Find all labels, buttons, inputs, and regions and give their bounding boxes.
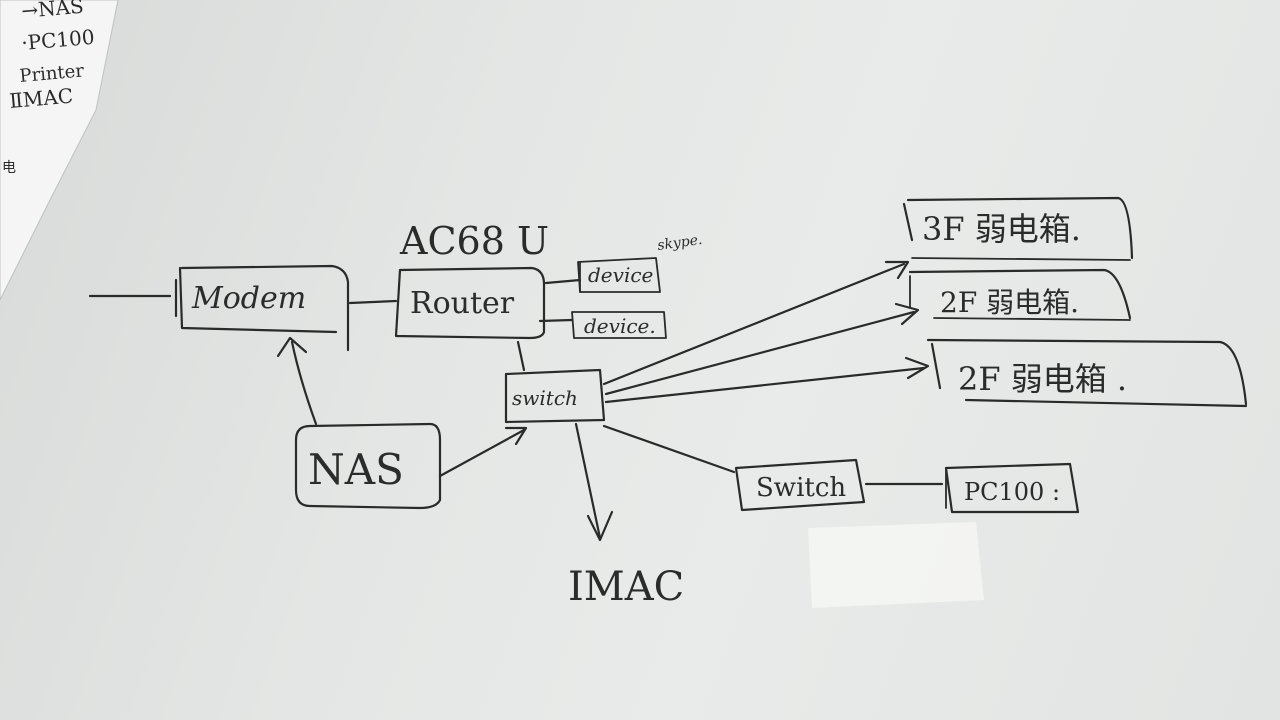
nas-modem-arrowhead [276,336,308,358]
nas-switch-arrow [438,428,526,478]
router-model-label: AC68 U [399,219,549,263]
modem-node: Modem [174,264,350,352]
router-device-top-link [544,278,582,285]
switch-switch-link [602,424,736,474]
box-2f-a-label: 2F 弱电箱. [940,286,1079,319]
box-2f-b-node: 2F 弱电箱 . [926,338,1248,408]
modem-router-link [348,299,398,305]
nas-switch-arrowhead [504,426,528,446]
switch-imac-arrowhead [586,510,614,542]
switch-main-label: switch [512,386,578,410]
switch-secondary-node: Switch [734,458,866,512]
side-note-line-1: →NAS [20,0,84,23]
router-switch-link [516,340,526,372]
switch-2f-a-arrowhead [894,302,920,326]
pc100-label: PC100 : [964,478,1060,506]
switch-2f-b-arrow [604,366,926,404]
box-3f-label: 3F 弱电箱. [922,210,1081,248]
switch-secondary-label: Switch [756,473,846,503]
masking-tape [808,522,984,608]
side-note-line-5: 电 [2,160,16,176]
nas-node: NAS [294,422,442,510]
switch-3f-arrowhead [884,260,910,280]
switch-2f-a-arrow [604,310,916,396]
pc100-node: PC100 : [944,462,1080,514]
nas-modem-arrow [290,340,318,426]
router-device-bottom-link [538,318,574,323]
switch-3f-arrow [602,262,906,386]
router-node: Router [394,266,546,340]
switch-main-node: switch [504,368,606,424]
side-note-line-4: ⅡMAC [8,84,74,113]
nas-label: NAS [308,445,404,494]
switch-2f-b-arrowhead [904,356,930,380]
device-bottom-node: device. [571,311,667,339]
device-top-note: skype. [656,232,703,254]
router-label: Router [410,286,515,321]
box-3f-node: 3F 弱电箱. [902,196,1134,261]
box-2f-b-label: 2F 弱电箱 . [958,360,1127,398]
device-top-node: device skype. [577,232,703,293]
imac-label: IMAC [568,564,684,610]
device-bottom-label: device. [584,314,656,338]
device-top-label: device [588,263,653,287]
side-note-sheet: →NAS ·PC100 Printer ⅡMAC 电 [0,0,119,301]
box-2f-a-node: 2F 弱电箱. [908,268,1132,321]
modem-label: Modem [191,281,306,316]
switch-imac-arrow [574,422,602,540]
